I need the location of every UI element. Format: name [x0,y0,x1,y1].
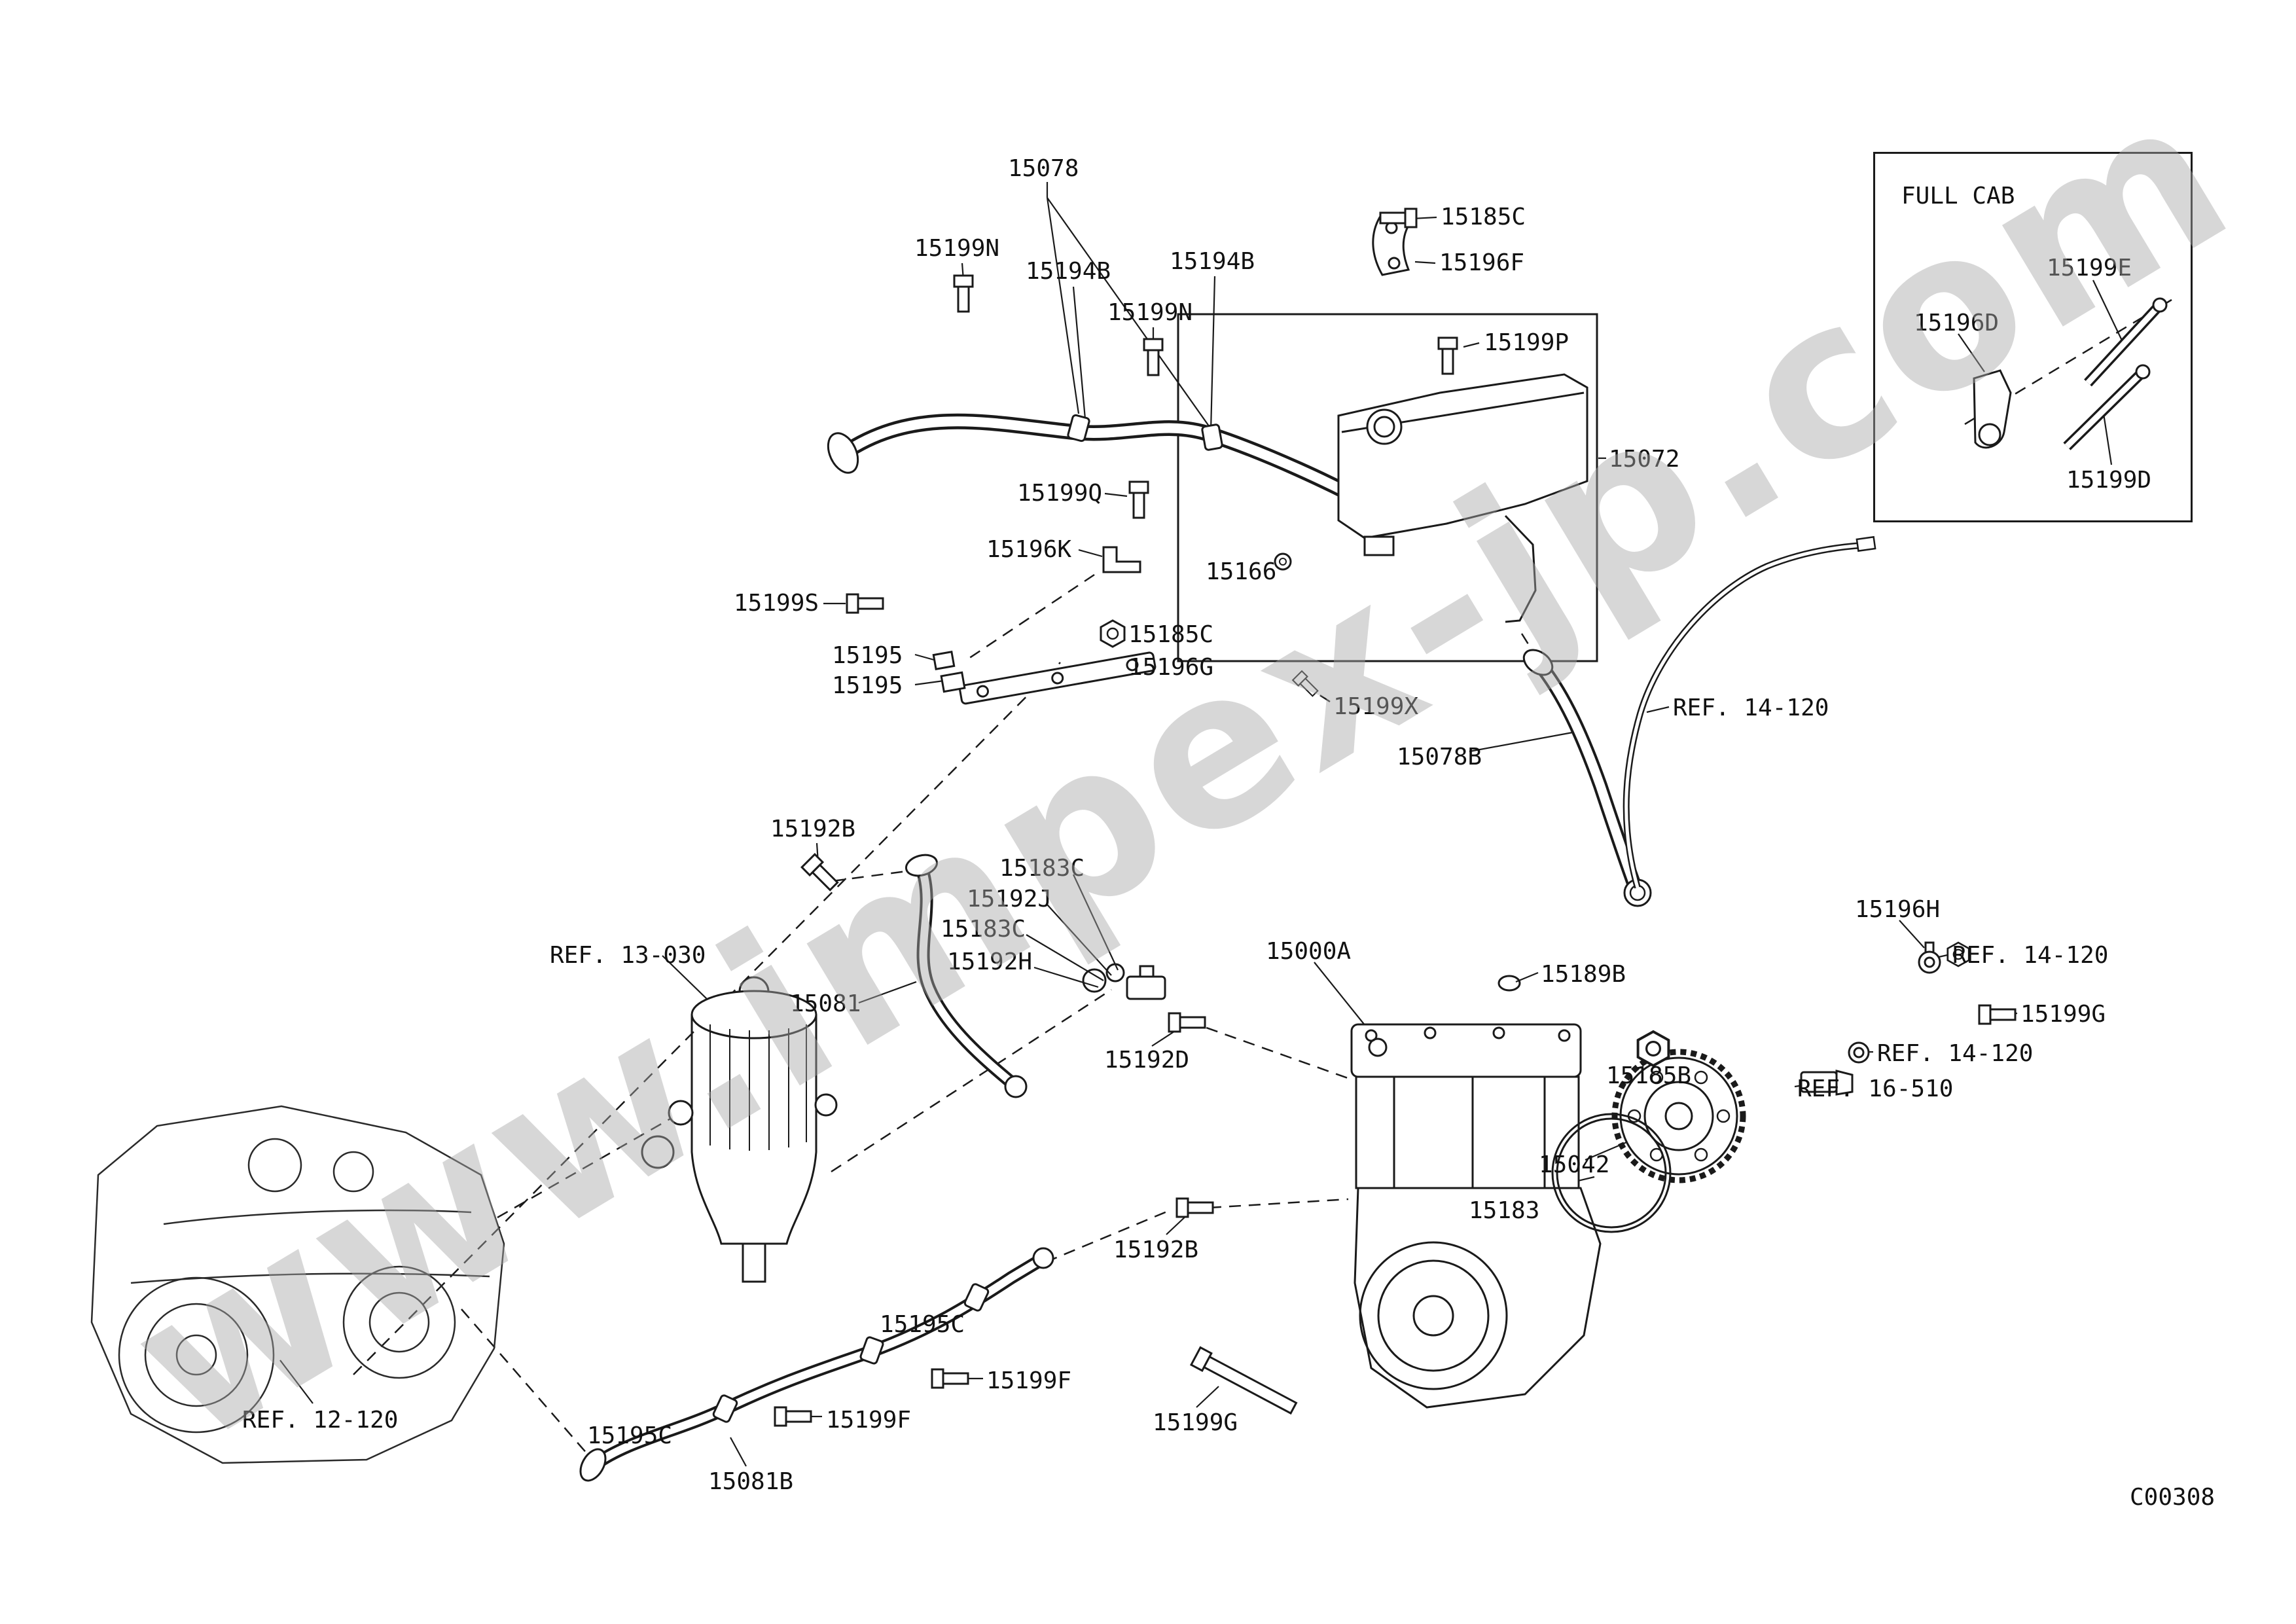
ref-label: REF. 12-120 [242,1407,399,1434]
part-number-label: 15196F [1439,249,1525,276]
fuel-filter-drawing [641,976,838,1283]
part-number-label: 15199N [914,235,1000,262]
bracket-drawing-15196K [1102,546,1141,573]
part-number-label: 15199N [1107,299,1193,326]
part-number-label: 15199X [1333,693,1419,720]
part-number-label: 15196K [986,536,1072,563]
part-number-label: 15199G [1153,1409,1238,1436]
pipe-drawing-ref-14-120 [1623,535,1876,889]
ref-label: REF. 14-120 [1952,942,2109,969]
grommet-drawing-15166 [1274,552,1292,571]
part-number-label: 15196H [1855,896,1941,923]
full-cab-title: FULL CAB [1901,183,2015,209]
clip-drawing-15195 [932,650,966,693]
oil-pipe-drawing-15081B [579,1247,1054,1482]
part-number-label: 15192J [967,886,1052,912]
air-compressor-drawing [1350,1023,1602,1409]
fitting-cluster-drawing [1082,963,1166,1000]
gasket-drawing-15189B [1498,975,1521,992]
full-cab-box [1873,152,2193,522]
ref-label: REF. 14-120 [1673,695,1829,721]
part-number-label: 15192B [1113,1236,1199,1263]
oil-pipe-drawing-15081 [905,854,1028,1098]
part-number-label: 15195 [832,672,903,699]
part-number-label: 15192B [770,816,856,842]
part-number-label: 15081 [790,990,861,1017]
part-number-label: 15000A [1266,938,1352,965]
reservoir-hose-drawing-15078B [1522,649,1652,907]
part-number-label: 15185C [1128,621,1214,648]
part-number-label: 15183 [1469,1197,1540,1224]
reservoir-detail-box [1177,313,1598,662]
part-number-label: 15078 [1008,155,1079,182]
ref-label: REF. 14-120 [1877,1040,2034,1067]
part-number-label: 15042 [1539,1151,1610,1178]
part-number-label: 15072 [1609,446,1680,473]
part-number-label: 15194B [1170,248,1255,275]
part-number-label: 15194B [1026,258,1111,285]
part-number-label: 15199P [1484,329,1570,356]
reservoir-tank-drawing [1337,373,1588,623]
right-fittings-drawing [1800,941,1941,1096]
part-number-label: 15192D [1104,1047,1190,1074]
part-number-label: 15199E [2047,255,2132,281]
bracket-drawing-15196F [1372,216,1413,276]
part-number-label: 15199F [986,1367,1072,1394]
gear-drawing-15042 [1611,1049,1746,1183]
part-number-label: 15166 [1206,558,1277,585]
part-number-label: 15196D [1914,310,2000,336]
part-number-label: 15078B [1397,744,1482,770]
part-number-label: 15196G [1128,654,1214,681]
engine-block-drawing [90,1105,505,1464]
full-cab-parts-drawing [1973,297,2168,450]
part-number-label: 15183C [941,916,1026,943]
diagram-code: C00308 [2130,1484,2215,1511]
bracket-drawing-15196G [959,651,1157,705]
part-number-label: 15199S [734,590,819,617]
o-ring-drawing-15183 [1551,1113,1672,1233]
part-number-label: 15199D [2066,467,2152,494]
ref-label: REF. 13-030 [550,942,706,969]
part-number-label: 15199Q [1017,480,1103,507]
part-number-label: 15195C [880,1311,965,1338]
part-number-label: 15189B [1541,961,1626,988]
part-number-label: 15199G [2020,1001,2106,1028]
ref-label: REF. 16-510 [1797,1075,1954,1102]
leader-lines [279,182,2123,1467]
part-number-label: 15195C [587,1422,673,1449]
part-number-label: 15199F [826,1407,912,1434]
part-number-label: 15192H [947,948,1033,975]
part-number-label: 15195 [832,642,903,669]
part-number-label: 15081B [708,1468,794,1495]
part-number-label: 15183C [999,855,1085,882]
part-number-label: 15185C [1441,204,1526,230]
part-number-label: 15185B [1606,1062,1692,1089]
